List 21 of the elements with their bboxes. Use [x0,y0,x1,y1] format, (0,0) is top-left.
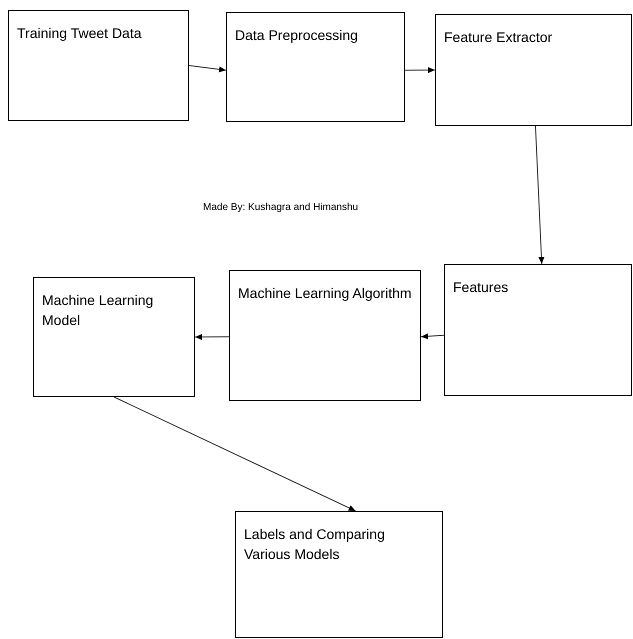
arrow [194,334,230,340]
box-label: Labels and Comparing Various Models [244,525,386,564]
arrow [114,396,356,512]
process-box [8,10,189,121]
credit-note: Made By: Kushagra and Himanshu [203,201,358,215]
box-label: Feature Extractor [444,28,554,47]
box-label: Machine Learning Algorithm [238,284,412,303]
box-label: Machine Learning Model [42,291,154,330]
process-box [444,264,632,396]
box-label: Features [453,278,510,297]
arrow [534,126,544,264]
arrow [188,65,226,72]
box-label: Data Preprocessing [235,26,359,45]
process-box [235,511,443,638]
arrow [404,67,436,74]
arrow [420,333,444,340]
process-box [33,277,195,397]
process-box [226,12,405,122]
box-label: Training Tweet Data [17,24,143,43]
process-box [435,14,632,126]
process-box [229,270,421,401]
